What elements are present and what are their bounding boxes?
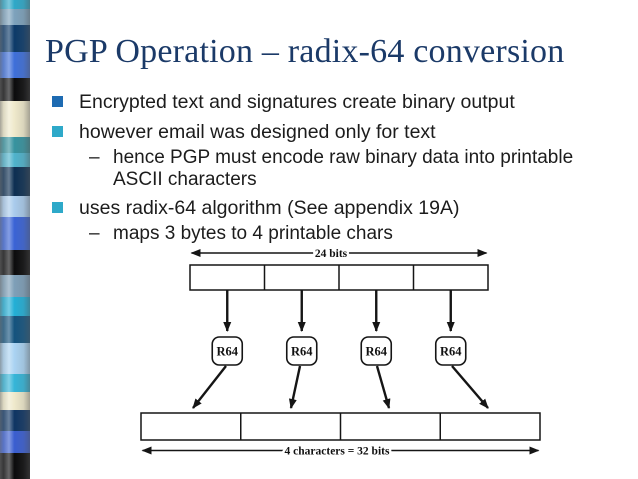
strip-segment xyxy=(0,137,30,153)
strip-segment xyxy=(0,196,30,217)
r64-box: R64 xyxy=(211,336,244,366)
strip-segment xyxy=(0,25,30,52)
r64-box-label: R64 xyxy=(216,345,238,359)
r64-boxes: R64 R64 R64 R64 xyxy=(211,336,467,366)
strip-segment xyxy=(0,297,30,316)
bullet-text: hence PGP must encode raw binary data in… xyxy=(113,147,574,190)
bullet-text: maps 3 bytes to 4 printable chars xyxy=(113,223,393,244)
dash-bullet-icon: – xyxy=(89,147,100,168)
strip-segment xyxy=(0,343,30,374)
r64-box: R64 xyxy=(360,336,393,366)
bottom-register xyxy=(140,412,541,441)
strip-segment xyxy=(0,52,30,78)
strip-segment xyxy=(0,374,30,392)
bottom-width-arrow: 4 characters = 32 bits xyxy=(141,443,540,460)
decorative-side-strip xyxy=(0,0,30,479)
strip-segment xyxy=(0,167,30,196)
strip-segment xyxy=(0,431,30,453)
strip-segment xyxy=(0,101,30,137)
r64-box-label: R64 xyxy=(440,345,462,359)
r64-box: R64 xyxy=(434,336,467,366)
radix64-conversion-diagram: 24 bits R64 R64 xyxy=(140,246,541,460)
square-bullet-icon xyxy=(52,126,63,137)
bullet-text: however email was designed only for text xyxy=(79,121,436,143)
square-bullet-icon xyxy=(52,96,63,107)
down-arrows xyxy=(223,290,455,332)
strip-segment xyxy=(0,316,30,343)
strip-segment xyxy=(0,0,30,9)
square-bullet-icon xyxy=(52,202,63,213)
strip-segment xyxy=(0,217,30,250)
bottom-width-label: 4 characters = 32 bits xyxy=(285,446,390,458)
diagonal-arrows xyxy=(192,365,489,409)
strip-segment xyxy=(0,275,30,297)
r64-box: R64 xyxy=(285,336,318,366)
r64-box-label: R64 xyxy=(291,345,313,359)
dash-bullet-icon: – xyxy=(89,223,100,244)
bullet-text: Encrypted text and signatures create bin… xyxy=(79,91,515,113)
strip-segment xyxy=(0,453,30,479)
strip-segment xyxy=(0,392,30,410)
bullet-item: uses radix-64 algorithm (See appendix 19… xyxy=(52,195,592,221)
sub-bullet-item: –maps 3 bytes to 4 printable chars xyxy=(52,223,592,245)
strip-segment xyxy=(0,250,30,275)
top-register xyxy=(189,264,489,291)
slide-title: PGP Operation – radix-64 conversion xyxy=(45,33,565,70)
bullet-item: however email was designed only for text xyxy=(52,119,592,145)
bullet-text: uses radix-64 algorithm (See appendix 19… xyxy=(79,197,460,219)
bullet-item: Encrypted text and signatures create bin… xyxy=(52,89,592,115)
strip-segment xyxy=(0,153,30,167)
r64-box-label: R64 xyxy=(365,345,387,359)
top-width-arrow: 24 bits xyxy=(190,246,488,263)
strip-segment xyxy=(0,9,30,25)
bullet-list: Encrypted text and signatures create bin… xyxy=(52,85,592,249)
strip-segment xyxy=(0,410,30,431)
sub-bullet-item: –hence PGP must encode raw binary data i… xyxy=(52,147,592,191)
strip-segment xyxy=(0,78,30,101)
top-width-label: 24 bits xyxy=(315,248,348,260)
